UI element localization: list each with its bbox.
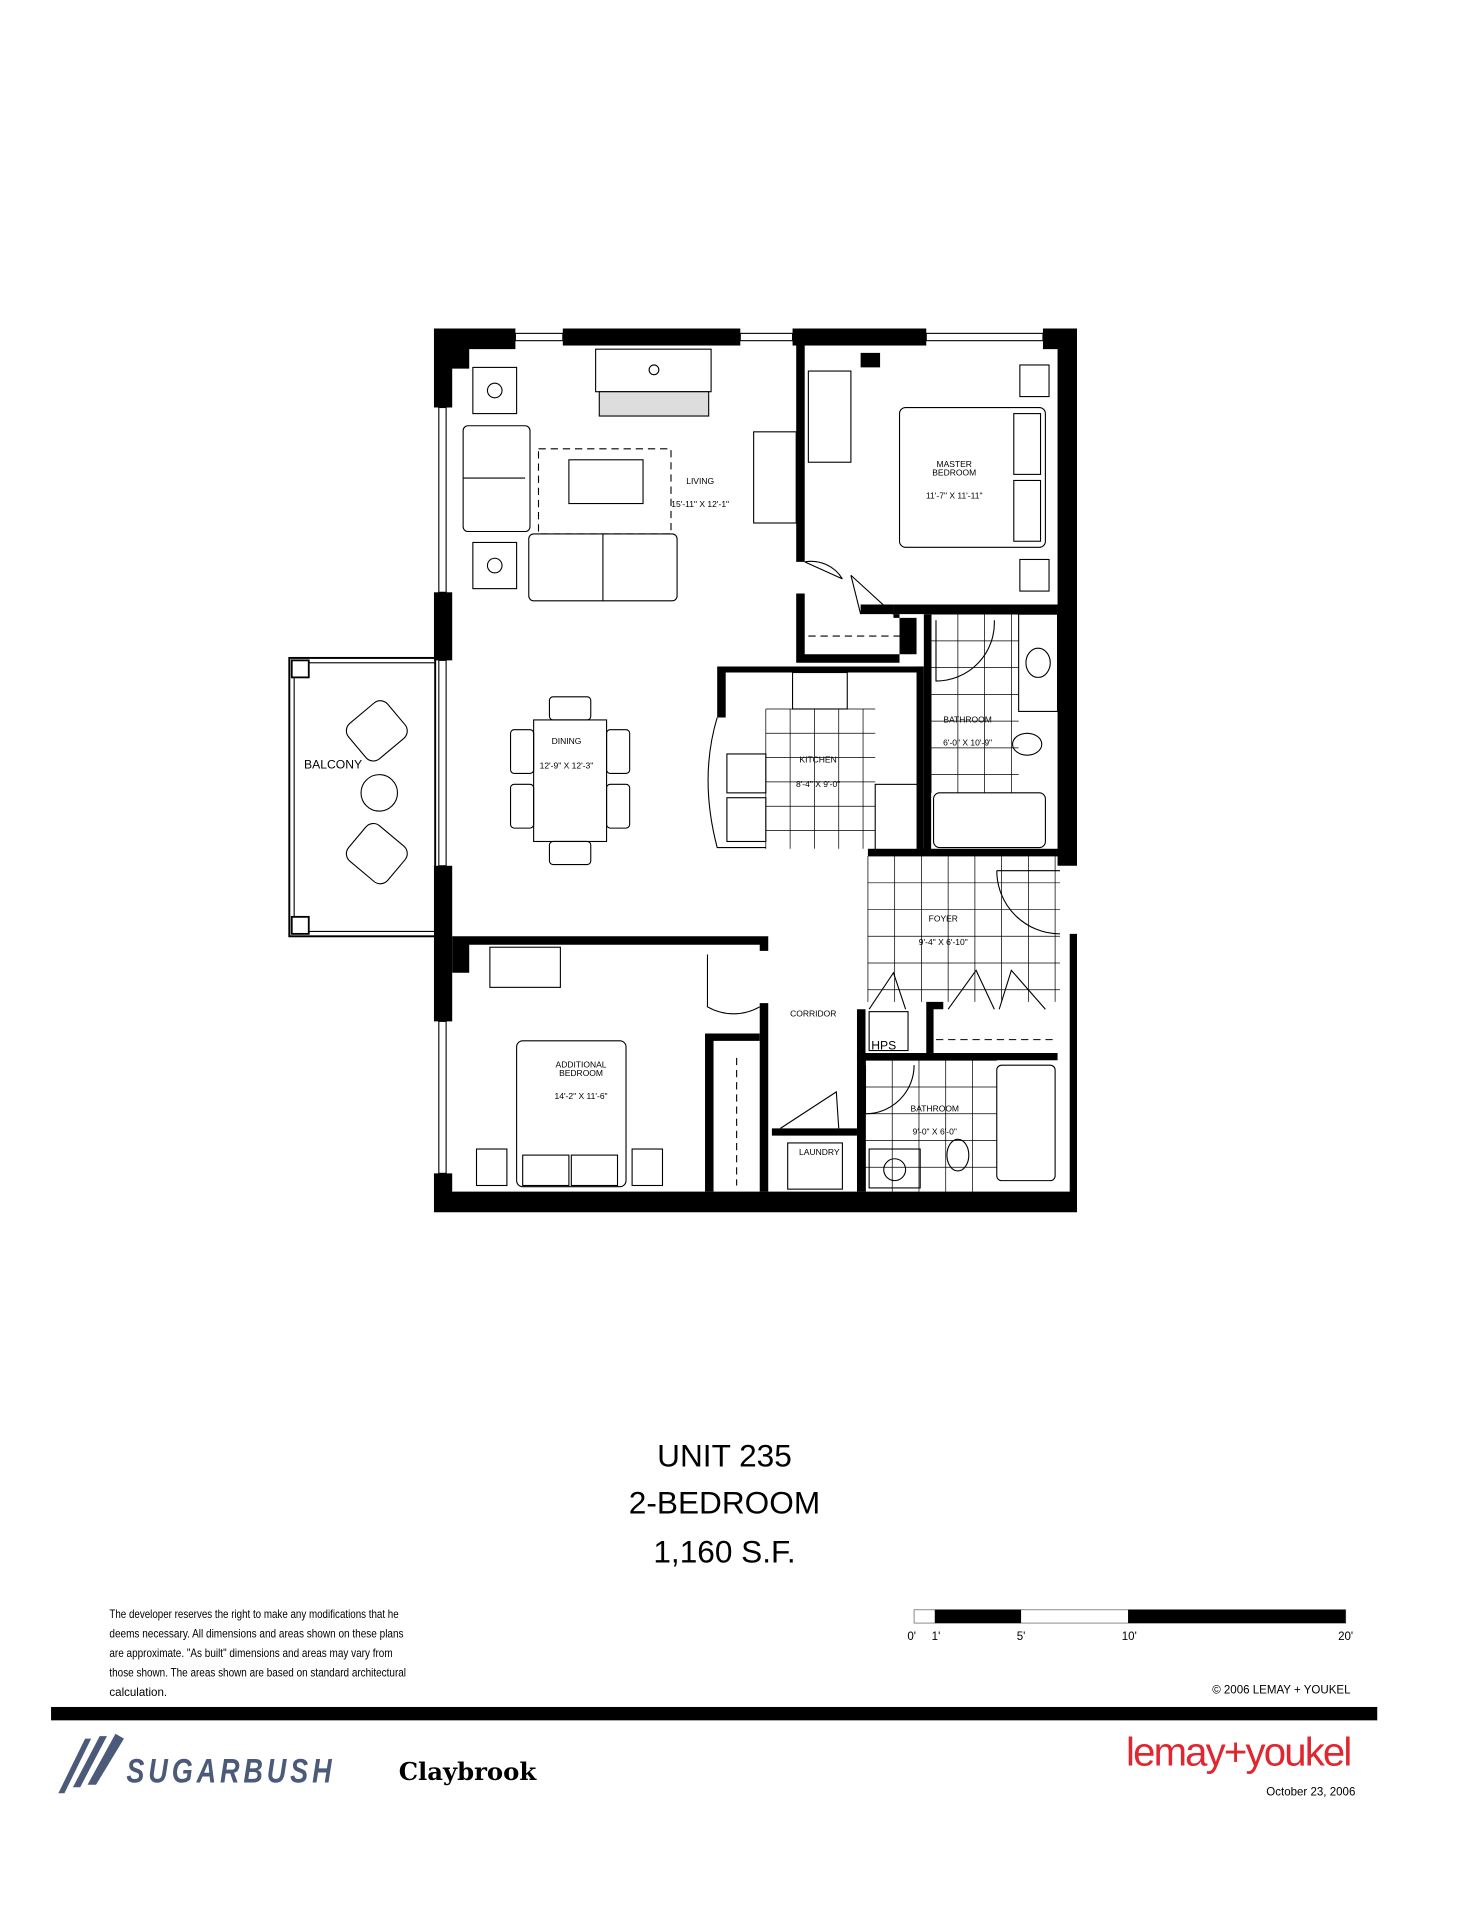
room-label-bathroom-1: BATHROOM bbox=[943, 714, 991, 724]
project-name: Claybrook bbox=[399, 1757, 538, 1786]
room-label-dining: DINING bbox=[552, 736, 582, 746]
furniture bbox=[462, 348, 1059, 1190]
scale-label: 0' bbox=[907, 1631, 916, 1643]
room-label-foyer: FOYER bbox=[929, 914, 958, 924]
unit-title: UNIT 235 2-BEDROOM 1,160 S.F. bbox=[629, 1437, 820, 1569]
disclaimer-line: The developer reserves the right to make… bbox=[109, 1609, 398, 1621]
room-labels: LIVING 15'-11" X 12'-1" MASTER BEDROOM 1… bbox=[304, 459, 992, 1157]
room-label-master: MASTER bbox=[937, 459, 972, 469]
scale-label: 1' bbox=[932, 1631, 941, 1643]
sugarbush-logo-text: SUGARBUSH bbox=[126, 1752, 335, 1790]
room-dims-bathroom-2: 9'-0" X 6'-0" bbox=[913, 1126, 957, 1136]
unit-type: 2-BEDROOM bbox=[629, 1485, 820, 1521]
room-dims-foyer: 9'-4" X 6'-10" bbox=[919, 937, 968, 947]
room-label-master-2: BEDROOM bbox=[932, 468, 976, 478]
disclaimer-line: calculation. bbox=[109, 1687, 167, 1699]
room-label-kitchen: KITCHEN bbox=[799, 754, 836, 764]
scale-bar: 0' 1' 5' 10' 20' bbox=[907, 1609, 1353, 1643]
disclaimer: The developer reserves the right to make… bbox=[109, 1609, 406, 1699]
room-dims-kitchen: 8'-4" X 9'-0" bbox=[796, 779, 840, 789]
scale-label: 20' bbox=[1338, 1631, 1353, 1643]
doors bbox=[706, 560, 1060, 1186]
room-label-corridor: CORRIDOR bbox=[790, 1009, 836, 1019]
balcony bbox=[288, 656, 437, 938]
room-dims-dining: 12'-9" X 12'-3" bbox=[540, 761, 594, 771]
room-label-additional: ADDITIONAL bbox=[556, 1060, 607, 1070]
disclaimer-line: deems necessary. All dimensions and area… bbox=[109, 1629, 403, 1641]
plan-date: October 23, 2006 bbox=[1266, 1787, 1355, 1799]
architect-logo: lemay+youkel bbox=[1126, 1730, 1350, 1774]
room-label-laundry: LAUNDRY bbox=[799, 1147, 840, 1157]
room-dims-additional: 14'-2" X 11'-6" bbox=[555, 1091, 608, 1101]
room-dims-master: 11'-7" X 11'-11" bbox=[926, 491, 983, 501]
room-label-hps: HPS bbox=[871, 1038, 896, 1052]
copyright: © 2006 LEMAY + YOUKEL bbox=[1212, 1685, 1351, 1697]
floor-plan: LIVING 15'-11" X 12'-1" MASTER BEDROOM 1… bbox=[288, 328, 1077, 1213]
room-label-living: LIVING bbox=[686, 476, 714, 486]
unit-area: 1,160 S.F. bbox=[653, 1533, 795, 1569]
exterior-walls bbox=[433, 328, 1077, 1213]
footer-rule bbox=[51, 1706, 1378, 1721]
room-label-bathroom-2: BATHROOM bbox=[911, 1103, 959, 1113]
room-label-balcony: BALCONY bbox=[304, 758, 362, 772]
room-dims-living: 15'-11" X 12'-1" bbox=[671, 499, 729, 509]
room-dims-bathroom-1: 6'-0" X 10'-9" bbox=[943, 737, 992, 747]
disclaimer-line: those shown. The areas shown are based o… bbox=[109, 1668, 406, 1680]
room-label-additional-2: BEDROOM bbox=[559, 1068, 603, 1078]
scale-label: 10' bbox=[1122, 1631, 1137, 1643]
sugarbush-logo: SUGARBUSH bbox=[58, 1733, 335, 1794]
disclaimer-line: are approximate. "As built" dimensions a… bbox=[109, 1648, 392, 1660]
scale-label: 5' bbox=[1017, 1631, 1026, 1643]
unit-number: UNIT 235 bbox=[657, 1437, 792, 1473]
interior-walls bbox=[452, 328, 1063, 1192]
